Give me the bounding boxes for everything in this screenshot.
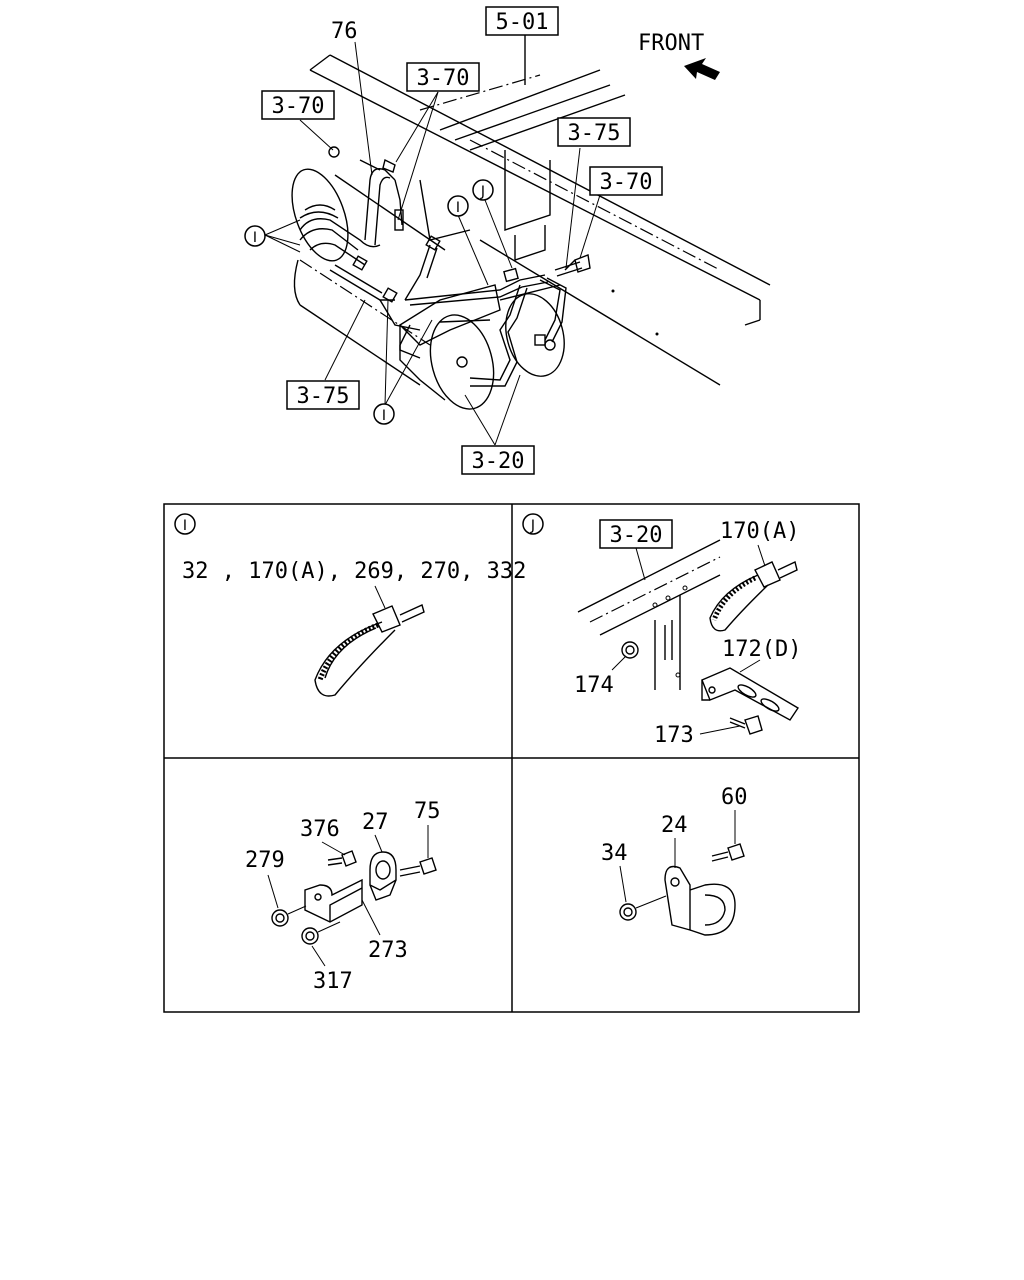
panel-i-parts-label: 32 , 170(A), 269, 270, 332	[182, 559, 526, 584]
bolt-376-icon	[327, 850, 357, 867]
detail-marker-i-bottom: I	[382, 408, 386, 424]
label-174: 174	[574, 673, 614, 698]
bolt-173-icon	[729, 715, 763, 735]
front-label: FRONT	[638, 31, 704, 56]
nut-icon	[328, 146, 340, 158]
cable-tie-icon	[314, 604, 425, 697]
label-279: 279	[245, 848, 285, 873]
cable-tie-icon	[709, 561, 798, 632]
clamp-24-icon	[664, 865, 736, 936]
detail-panel-j: J 3-20	[522, 513, 801, 748]
label-34: 34	[601, 841, 628, 866]
bracket-172d-icon	[701, 667, 799, 721]
panel-i-marker: I	[183, 518, 187, 534]
detail-marker-i-left: I	[253, 230, 257, 246]
nut-174-icon	[621, 641, 639, 659]
frame-section	[577, 539, 721, 690]
clips-and-bolts	[328, 146, 591, 273]
air-pipes	[299, 168, 583, 387]
ref-3-75-right: 3-75	[568, 121, 621, 146]
callout-76: 76	[331, 19, 358, 44]
label-27: 27	[362, 810, 389, 835]
detail-grid	[163, 503, 860, 1013]
bolt-60-icon	[711, 843, 745, 862]
main-assembly-view: FRONT 76 5-01 3	[244, 6, 771, 475]
label-60: 60	[721, 785, 748, 810]
panel-j-ref-3-20: 3-20	[610, 523, 663, 548]
nut-34-icon	[619, 903, 637, 921]
ref-3-20: 3-20	[472, 449, 525, 474]
label-170a: 170(A)	[720, 519, 799, 544]
bracket-273-icon	[304, 878, 363, 923]
detail-panel-i: I 32 , 170(A), 269, 270, 332	[174, 513, 526, 697]
detail-panel-bottom-right: 60 24 34	[601, 785, 748, 936]
air-tank-center	[399, 314, 495, 410]
ref-3-70-left: 3-70	[272, 94, 325, 119]
label-24: 24	[661, 813, 688, 838]
ref-3-75-left: 3-75	[297, 384, 350, 409]
detail-panel-bottom-left: 376 27 75 279 273 317	[245, 799, 441, 994]
leader-lines	[264, 41, 601, 446]
ref-5-01: 5-01	[496, 10, 549, 35]
bolt-75-icon	[399, 857, 437, 877]
nut-317-icon	[301, 927, 319, 945]
tank-bracket	[398, 284, 501, 359]
detail-marker-j: J	[480, 184, 485, 200]
callouts: 76 5-01 3-70 3-70 3-75 3-70 3-75 3-20 I …	[244, 6, 663, 475]
detail-marker-i-center: I	[456, 200, 460, 216]
panel-j-marker: J	[530, 518, 535, 534]
nut-279-icon	[271, 909, 289, 927]
label-317: 317	[313, 969, 353, 994]
label-172d: 172(D)	[722, 637, 801, 662]
label-273: 273	[368, 938, 408, 963]
frame-rail	[309, 54, 771, 386]
ref-3-70-top: 3-70	[417, 66, 470, 91]
label-75: 75	[414, 799, 441, 824]
clamp-27-icon	[369, 851, 397, 901]
label-173: 173	[654, 723, 694, 748]
front-indicator: FRONT	[638, 31, 720, 80]
front-arrow-icon	[684, 58, 720, 80]
air-tank-left	[291, 168, 446, 386]
ref-3-70-right: 3-70	[600, 170, 653, 195]
label-376: 376	[300, 817, 340, 842]
